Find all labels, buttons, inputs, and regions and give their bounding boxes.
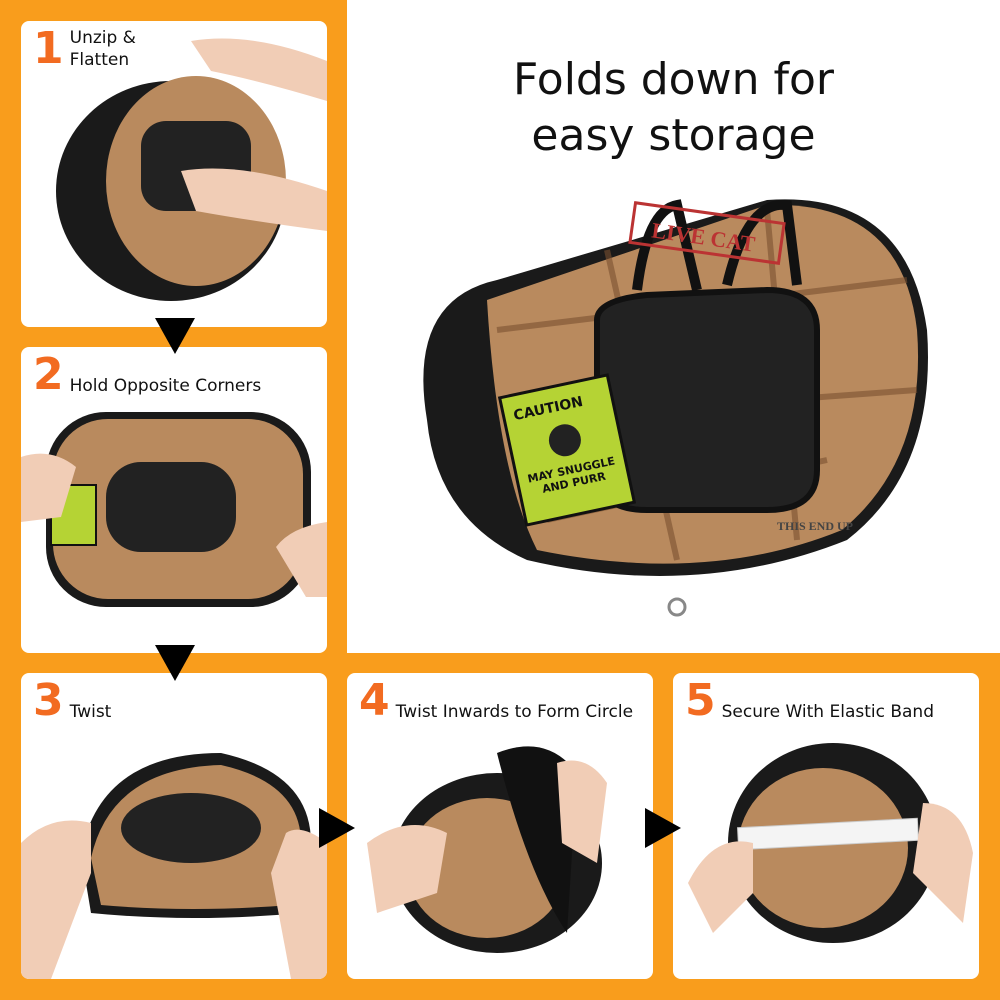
step-number: 1 — [33, 23, 64, 74]
step-5-photo — [688, 743, 973, 943]
hero-title: Folds down for easy storage — [513, 54, 834, 161]
step-4-photo — [367, 746, 607, 953]
hero-panel: Folds down for easy storage LIVE CAT CAU… — [347, 0, 1000, 653]
step-number: 2 — [33, 349, 64, 400]
arrow-down-icon — [155, 645, 195, 681]
arrow-right-icon — [645, 808, 681, 848]
step-3-photo — [21, 753, 327, 979]
step-label: Twist Inwards to Form Circle — [395, 702, 634, 722]
this-end-up-print: THIS END UP — [777, 519, 853, 533]
step-number: 3 — [33, 675, 64, 726]
step-1-photo — [56, 38, 327, 301]
step-number: 5 — [685, 675, 716, 726]
step-label: Twist — [69, 702, 112, 722]
cat-face-icon — [548, 424, 581, 457]
ring-icon — [667, 597, 687, 617]
arrow-right-icon — [319, 808, 355, 848]
step-number: 4 — [359, 675, 390, 726]
step-label: Unzip & Flatten — [69, 28, 136, 70]
step-2-photo — [21, 412, 327, 607]
cat-carrier-photo: LIVE CAT CAUTION MAY SNUGGLE AND PURR TH… — [423, 199, 928, 617]
step-label: Secure With Elastic Band — [721, 702, 935, 722]
arrow-down-icon — [155, 318, 195, 354]
step-label: Hold Opposite Corners — [69, 376, 262, 396]
